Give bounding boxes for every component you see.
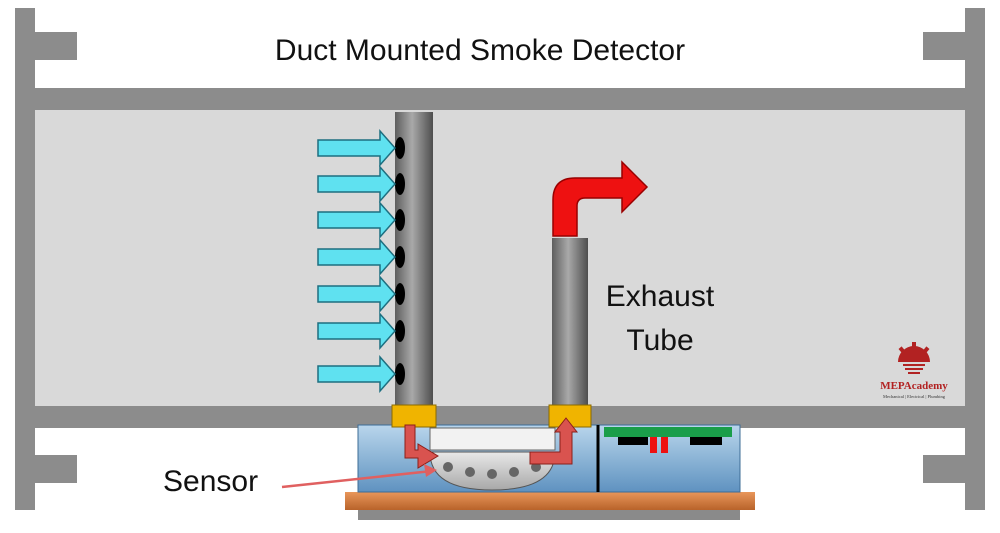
- sensing-chamber: [429, 427, 556, 491]
- inlet-arrow: [317, 312, 397, 350]
- inlet-arrow: [317, 275, 397, 313]
- base-plate: [345, 492, 755, 510]
- logo-brand: MEPAcademy: [880, 380, 948, 392]
- sensor-label: Sensor: [163, 465, 258, 498]
- exhaust-label-line1: Exhaust: [606, 280, 715, 313]
- sensor-pointer-arrow: [281, 464, 437, 489]
- inlet-arrow: [317, 201, 397, 239]
- inlet-arrow: [317, 355, 397, 393]
- sampling-tube: [395, 112, 433, 410]
- mep-academy-logo: MEPAcademy Mechanical | Electrical | Plu…: [880, 342, 948, 399]
- tube-couplings: [391, 404, 592, 428]
- exhaust-arrow: [552, 160, 649, 237]
- duct-frame: [15, 8, 985, 510]
- inlet-arrow: [317, 238, 397, 276]
- circuit-board: [604, 427, 732, 453]
- inlet-arrow: [317, 165, 397, 203]
- diagram-title: Duct Mounted Smoke Detector: [275, 34, 685, 67]
- inlet-arrow: [317, 129, 397, 167]
- inlet-arrows: [317, 129, 397, 393]
- exhaust-tube: [552, 238, 588, 410]
- internal-flow-arrows: [404, 417, 579, 469]
- gear-icon: [898, 342, 930, 374]
- exhaust-label-line2: Tube: [626, 324, 693, 357]
- logo-tagline: Mechanical | Electrical | Plumbing: [883, 394, 946, 399]
- duct-interior: [35, 110, 965, 406]
- sampling-holes: [395, 137, 405, 385]
